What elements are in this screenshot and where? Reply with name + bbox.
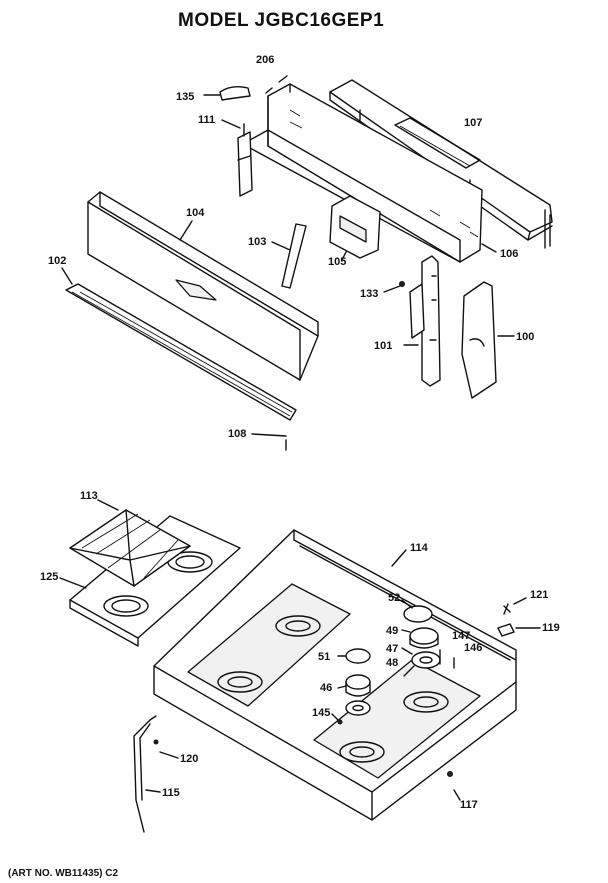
label-135: 135 (176, 91, 194, 103)
label-106: 106 (500, 248, 518, 260)
label-103: 103 (248, 236, 266, 248)
part-102-trim-strip (61, 267, 297, 421)
label-119: 119 (542, 622, 560, 634)
label-125: 125 (40, 571, 58, 583)
label-206: 206 (256, 54, 274, 66)
label-111: 111 (198, 114, 215, 126)
label-52: 52 (388, 592, 400, 604)
label-108: 108 (228, 428, 246, 440)
part-104-control-panel (87, 191, 319, 381)
label-105: 105 (328, 256, 346, 268)
label-113: 113 (80, 490, 98, 502)
label-48: 48 (386, 657, 398, 669)
part-100-side-shield (461, 281, 515, 399)
part-145-screw (331, 713, 343, 725)
label-46: 46 (320, 682, 332, 694)
part-146-147-fasteners (439, 649, 455, 669)
label-146: 146 (464, 642, 482, 654)
label-49: 49 (386, 625, 398, 637)
label-102: 102 (48, 255, 66, 267)
label-120: 120 (180, 753, 198, 765)
label-117: 117 (460, 799, 478, 811)
model-title: MODEL JGBC16GEP1 (178, 10, 384, 31)
label-115: 115 (162, 787, 180, 799)
label-104: 104 (186, 207, 205, 219)
label-51: 51 (318, 651, 330, 663)
part-115-wire-assembly (133, 715, 179, 833)
art-number: (ART NO. WB11435) C2 (8, 868, 118, 879)
label-107: 107 (464, 117, 482, 129)
part-117-leveling-leg (447, 771, 461, 801)
label-100: 100 (516, 331, 534, 343)
part-callouts: 206 135 107 111 104 103 105 106 102 133 … (40, 54, 560, 811)
part-103-strap (271, 223, 307, 289)
burner-caps-and-heads (337, 599, 441, 716)
part-114-cooktop (153, 529, 517, 821)
label-133: 133 (360, 288, 378, 300)
part-108-screw (251, 433, 287, 451)
part-101-side-bracket (383, 255, 441, 387)
label-114: 114 (410, 542, 429, 554)
part-135-clip (203, 85, 251, 101)
part-106-backsplash-panel (249, 83, 497, 263)
part-206-screw (265, 75, 288, 94)
part-113-grate (69, 499, 191, 587)
label-47: 47 (386, 643, 398, 655)
part-111-side-bracket (221, 119, 253, 197)
label-101: 101 (374, 340, 392, 352)
part-119-121-hardware (497, 597, 541, 637)
part-105-control-module (329, 195, 381, 261)
label-145: 145 (312, 707, 330, 719)
label-147: 147 (452, 630, 470, 642)
label-121: 121 (530, 589, 548, 601)
